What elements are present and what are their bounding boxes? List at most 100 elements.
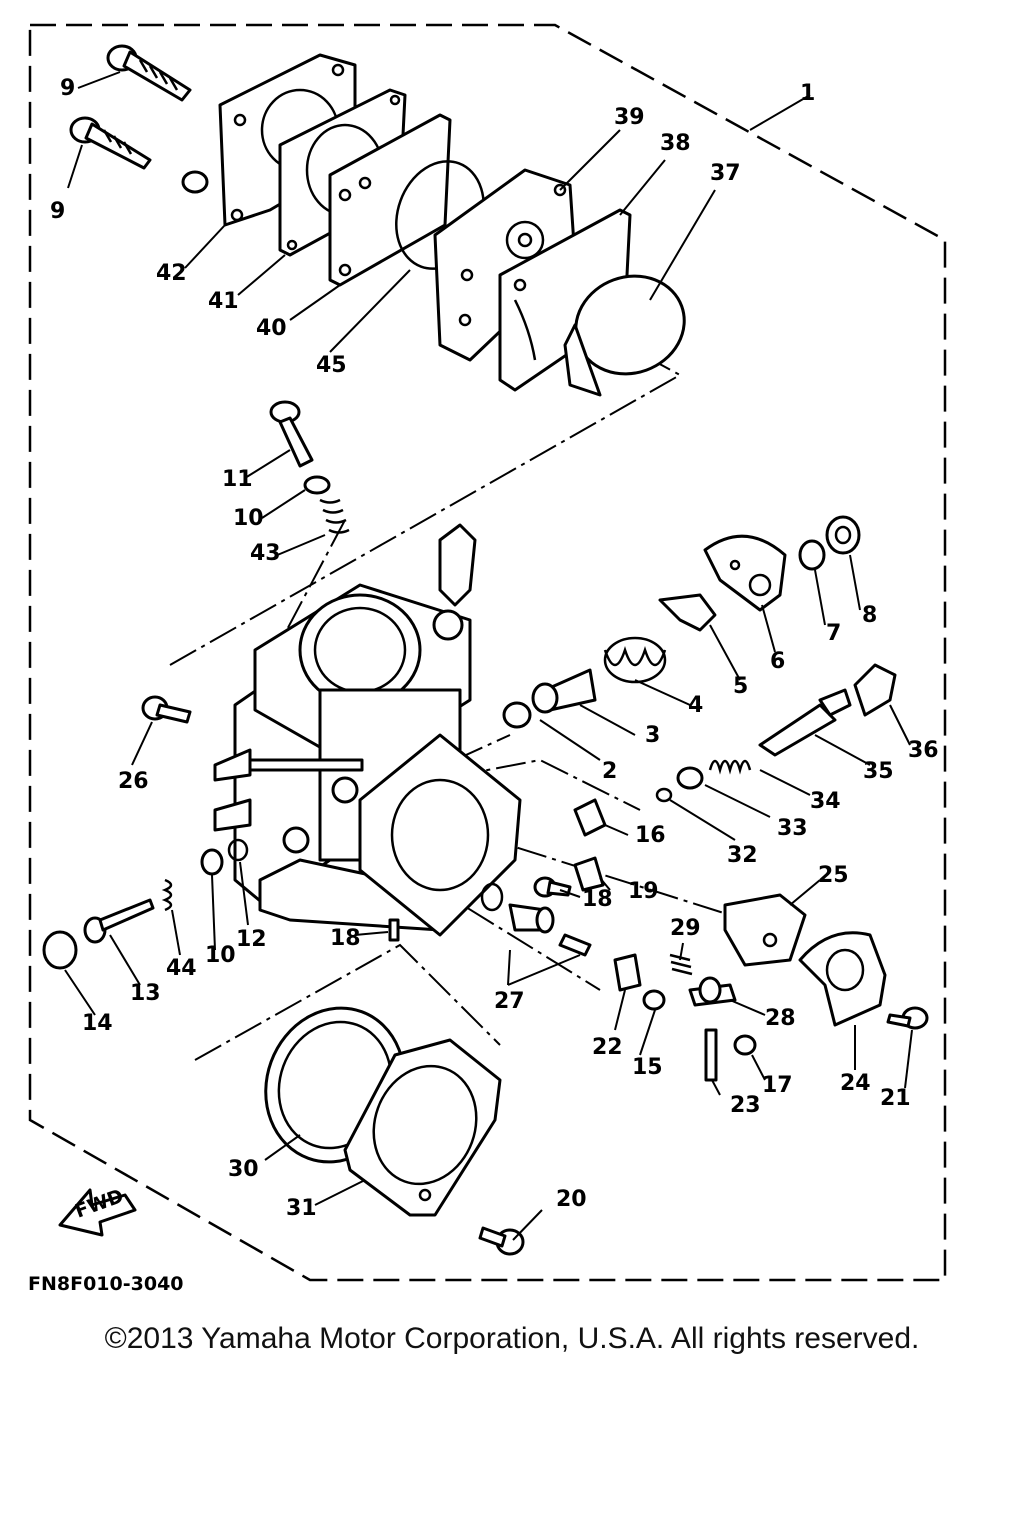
bolt-9-lower — [69, 116, 152, 170]
screw-20 — [478, 1226, 525, 1256]
copyright-notice: ©2013 Yamaha Motor Corporation, U.S.A. A… — [104, 1322, 920, 1355]
callout-5: 5 — [733, 674, 748, 699]
callout-9-upper: 9 — [60, 76, 75, 101]
callout-8: 8 — [862, 603, 877, 628]
callout-21: 21 — [880, 1086, 911, 1111]
needle-13 — [83, 898, 155, 944]
washer-10-upper — [303, 475, 331, 495]
washer-10-lower — [200, 848, 224, 876]
screw-11 — [269, 400, 314, 468]
callout-4: 4 — [688, 693, 703, 718]
callout-18-right: 18 — [582, 887, 613, 912]
jet-27b — [558, 933, 592, 957]
spring-43 — [319, 498, 350, 534]
spring-44 — [161, 878, 173, 912]
screw-15 — [642, 989, 666, 1011]
callout-7: 7 — [826, 621, 841, 646]
lever-28 — [688, 976, 737, 1007]
callout-12: 12 — [236, 927, 267, 952]
carburetor-exploded-diagram: FWD — [28, 23, 947, 1295]
plug-19 — [573, 856, 605, 892]
callout-30: 30 — [228, 1157, 259, 1182]
needle-35 — [758, 688, 852, 757]
callout-29: 29 — [670, 916, 701, 941]
callout-45: 45 — [316, 353, 347, 378]
callout-32: 32 — [727, 843, 758, 868]
throttle-cam-6 — [703, 534, 787, 612]
callout-41: 41 — [208, 289, 239, 314]
callout-18-lower: 18 — [330, 926, 361, 951]
callout-22: 22 — [592, 1035, 623, 1060]
callout-42: 42 — [156, 261, 187, 286]
fwd-arrow-icon: FWD — [58, 1185, 137, 1237]
pump-cover-plate — [358, 733, 522, 937]
diaphragm-40 — [328, 113, 452, 287]
callout-37: 37 — [710, 161, 741, 186]
screw-18-right — [533, 876, 572, 898]
collar-2 — [502, 701, 532, 729]
callout-17: 17 — [762, 1073, 793, 1098]
cap-14 — [42, 930, 78, 970]
callout-27: 27 — [494, 989, 525, 1014]
callout-1: 1 — [800, 81, 815, 106]
screw-26 — [141, 695, 192, 724]
callout-28: 28 — [765, 1006, 796, 1031]
callout-39: 39 — [614, 105, 645, 130]
callout-20: 20 — [556, 1187, 587, 1212]
pin-23 — [704, 1028, 718, 1082]
callout-10-lower: 10 — [205, 943, 236, 968]
screw-17 — [733, 1034, 757, 1056]
callout-43: 43 — [250, 541, 281, 566]
throttle-lever-plate — [432, 523, 477, 641]
carburetor-body — [213, 583, 472, 932]
callout-44: 44 — [166, 956, 197, 981]
callout-2: 2 — [602, 759, 617, 784]
jet-27 — [508, 903, 555, 934]
callout-14: 14 — [82, 1011, 113, 1036]
callout-23: 23 — [730, 1093, 761, 1118]
o-ring-32 — [655, 787, 673, 803]
callout-25: 25 — [818, 863, 849, 888]
o-ring-12 — [227, 838, 249, 862]
callout-10-upper: 10 — [233, 506, 264, 531]
callout-15: 15 — [632, 1055, 663, 1080]
diaphragm-37 — [563, 274, 686, 397]
callout-11: 11 — [222, 467, 253, 492]
callout-34: 34 — [810, 789, 841, 814]
washer-33 — [676, 766, 704, 790]
lever-5 — [658, 593, 717, 632]
screw-18-lower — [388, 918, 400, 942]
callout-35: 35 — [863, 759, 894, 784]
callout-24: 24 — [840, 1071, 871, 1096]
lever-36 — [853, 663, 897, 717]
callout-3: 3 — [645, 723, 660, 748]
callout-38: 38 — [660, 131, 691, 156]
clip-22 — [613, 953, 642, 992]
o-ring-27a — [480, 882, 504, 912]
cover-31 — [343, 1038, 502, 1217]
spring-4 — [603, 636, 667, 684]
assembly-boundary — [28, 23, 947, 1282]
spring-34 — [708, 759, 752, 775]
bolt-9-upper — [106, 44, 192, 102]
lock-washer-7 — [798, 539, 826, 571]
callout-19: 19 — [628, 879, 659, 904]
callout-16: 16 — [635, 823, 666, 848]
callout-36: 36 — [908, 738, 939, 763]
callout-labels: 1 2 3 4 5 6 7 8 9 9 10 10 11 12 13 14 15… — [50, 76, 939, 1221]
screw-21 — [886, 1006, 929, 1030]
callout-6: 6 — [770, 649, 785, 674]
nut-8 — [825, 515, 861, 555]
bracket-25 — [723, 893, 807, 967]
callout-26: 26 — [118, 769, 149, 794]
leader-lines — [64, 71, 913, 1241]
callout-33: 33 — [777, 816, 808, 841]
bushing-3 — [531, 668, 597, 714]
callout-13: 13 — [130, 981, 161, 1006]
callout-31: 31 — [286, 1196, 317, 1221]
cover-24 — [798, 931, 887, 1027]
plug-16 — [573, 798, 607, 837]
callout-9-lower: 9 — [50, 199, 65, 224]
callout-40: 40 — [256, 316, 287, 341]
drawing-code: FN8F010-3040 — [28, 1273, 184, 1295]
